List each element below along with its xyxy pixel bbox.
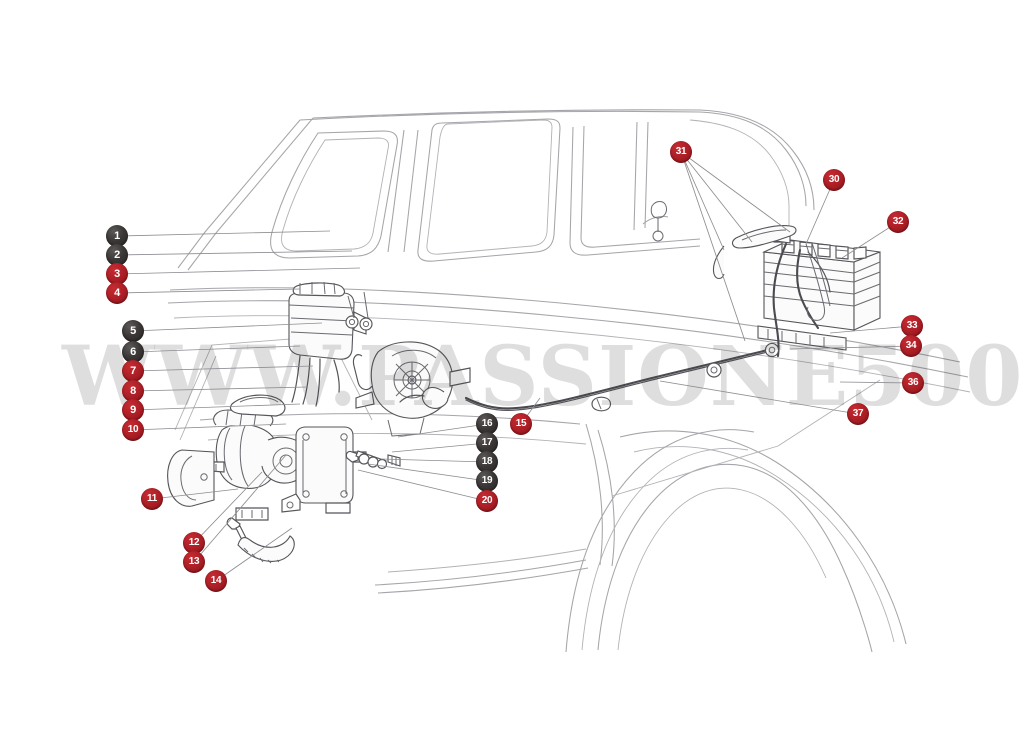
callout-badge-14[interactable]: 14: [205, 570, 227, 592]
callout-badge-7[interactable]: 7: [122, 360, 144, 382]
callout-badge-34[interactable]: 34: [900, 335, 922, 357]
callout-badge-13[interactable]: 13: [183, 551, 205, 573]
callout-badge-30[interactable]: 30: [823, 169, 845, 191]
callout-badge-31[interactable]: 31: [670, 141, 692, 163]
callout-badge-32[interactable]: 32: [887, 211, 909, 233]
callout-badge-20[interactable]: 20: [476, 490, 498, 512]
callout-badge-33[interactable]: 33: [901, 315, 923, 337]
callout-badge-15[interactable]: 15: [510, 413, 532, 435]
callout-badge-36[interactable]: 36: [902, 372, 924, 394]
callout-badge-9[interactable]: 9: [122, 399, 144, 421]
callout-badge-4[interactable]: 4: [106, 282, 128, 304]
callout-badge-11[interactable]: 11: [141, 488, 163, 510]
callout-badge-5[interactable]: 5: [122, 320, 144, 342]
callout-badge-37[interactable]: 37: [847, 403, 869, 425]
battery-cable: [399, 342, 780, 412]
callout-badge-10[interactable]: 10: [122, 419, 144, 441]
callout-badge-19[interactable]: 19: [476, 470, 498, 492]
